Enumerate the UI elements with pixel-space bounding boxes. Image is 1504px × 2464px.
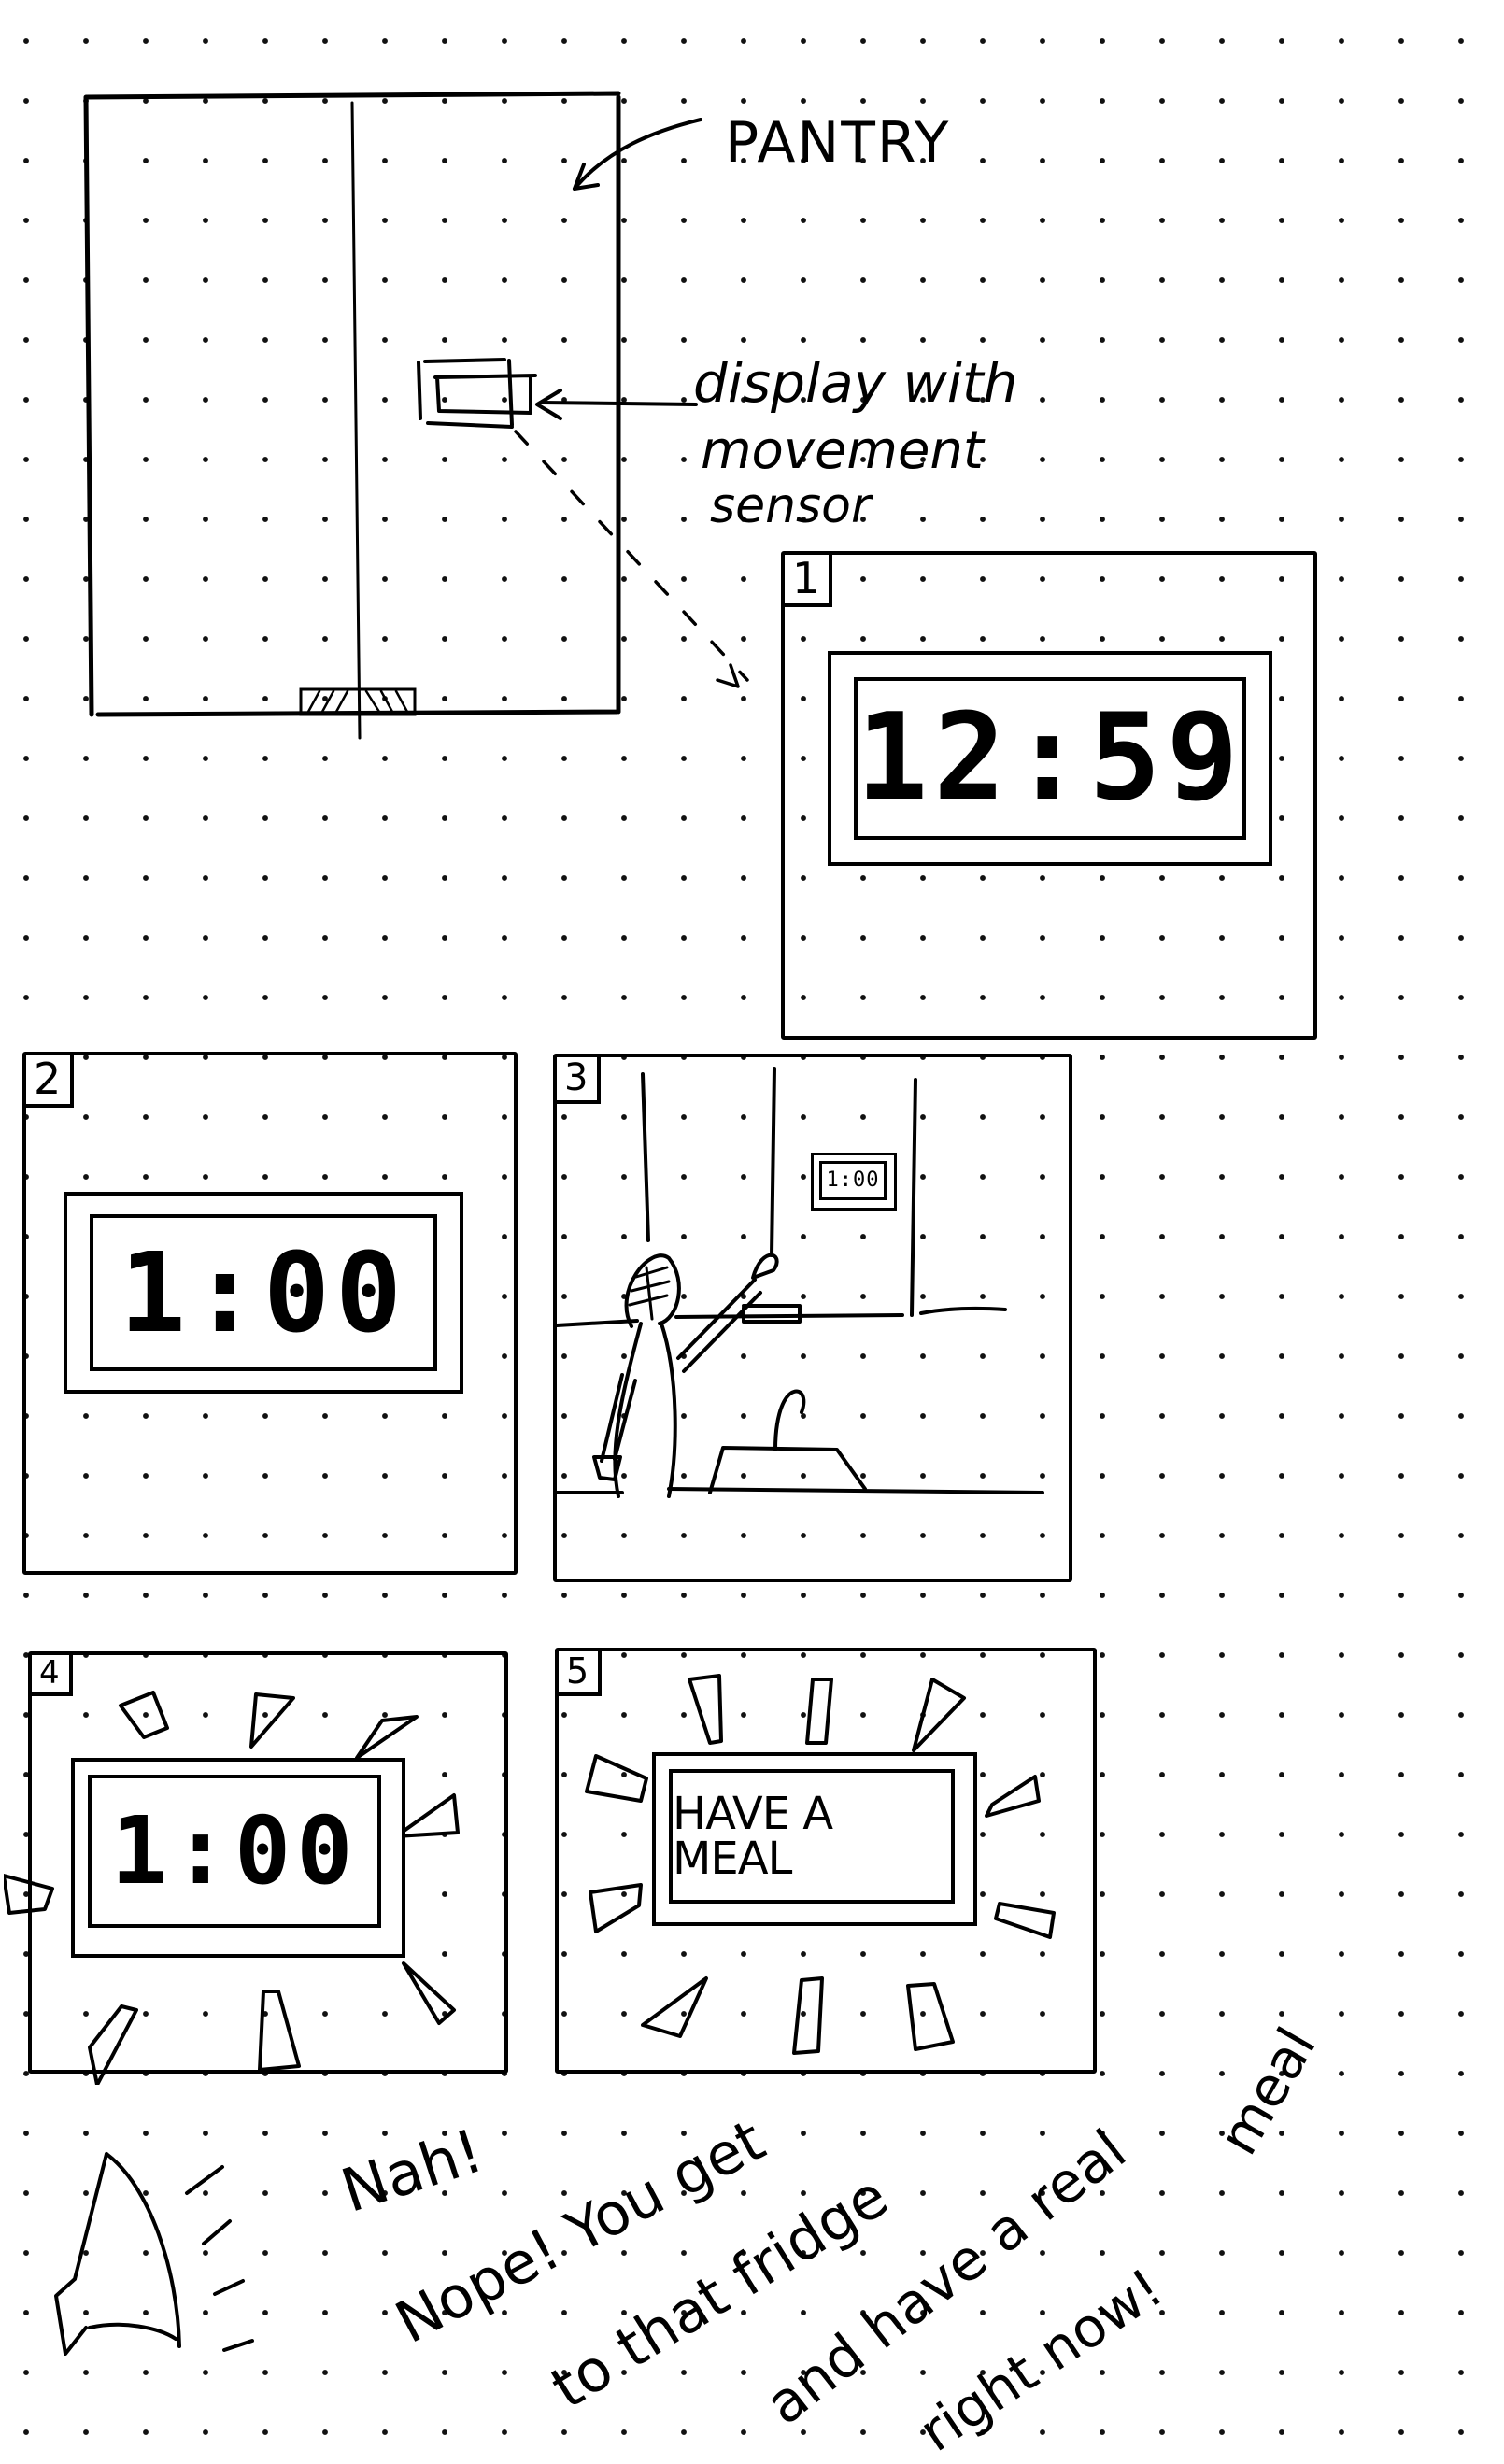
display-frame: 12:59 (828, 651, 1272, 866)
storyboard-panel-2: 2 1:00 (22, 1052, 518, 1575)
pantry-label: PANTRY (725, 110, 951, 176)
panel-number: 5 (559, 1651, 603, 1696)
storyboard-panel-1: 1 12:59 (781, 551, 1317, 1040)
panel-number: 1 (785, 555, 833, 607)
pantry-overview: PANTRY display with movement sensor (0, 0, 1504, 747)
display-screen: 1:00 (90, 1214, 437, 1371)
speaker-icon (54, 2152, 254, 2356)
display-screen: HAVE A MEAL (669, 1769, 955, 1904)
small-display-screen: 1:00 (819, 1161, 887, 1200)
speech-line-1: Nah! (333, 2117, 491, 2227)
display-time: 12:59 (856, 688, 1244, 828)
panel-number: 4 (32, 1655, 73, 1696)
speech-line-5: meal (1206, 2017, 1328, 2165)
display-time: 1:00 (110, 1796, 359, 1905)
display-message: HAVE A MEAL (673, 1788, 833, 1885)
small-display-time: 1:00 (826, 1168, 880, 1192)
display-callout-line-2: movement (701, 420, 984, 481)
panel-number: 2 (26, 1055, 75, 1108)
storyboard-panel-5: 5 HAVE A MEAL (555, 1648, 1097, 2074)
alert-flash-marks (4, 1691, 460, 2085)
storyboard-panel-3: 3 1:00 (553, 1054, 1072, 1582)
kitchen-scene (557, 1067, 1044, 1498)
display-callout-line-1: display with (693, 351, 1018, 415)
display-callout-line-3: sensor (710, 478, 872, 534)
display-screen: 12:59 (854, 677, 1246, 840)
speech-section: Nah! Nope! You get to that fridge and ha… (0, 2017, 1504, 2464)
storyboard-panel-4: 4 1:00 (4, 1651, 508, 2085)
alert-flash-marks (585, 1674, 1056, 2055)
panel-number: 3 (557, 1057, 602, 1104)
display-frame: 1:00 (71, 1758, 405, 1958)
pantry-drawing (83, 91, 749, 740)
display-frame: 1:00 (64, 1192, 463, 1394)
display-frame: HAVE A MEAL (652, 1752, 977, 1926)
small-display-frame: 1:00 (811, 1153, 897, 1211)
display-screen: 1:00 (88, 1775, 381, 1928)
display-time: 1:00 (119, 1228, 408, 1357)
